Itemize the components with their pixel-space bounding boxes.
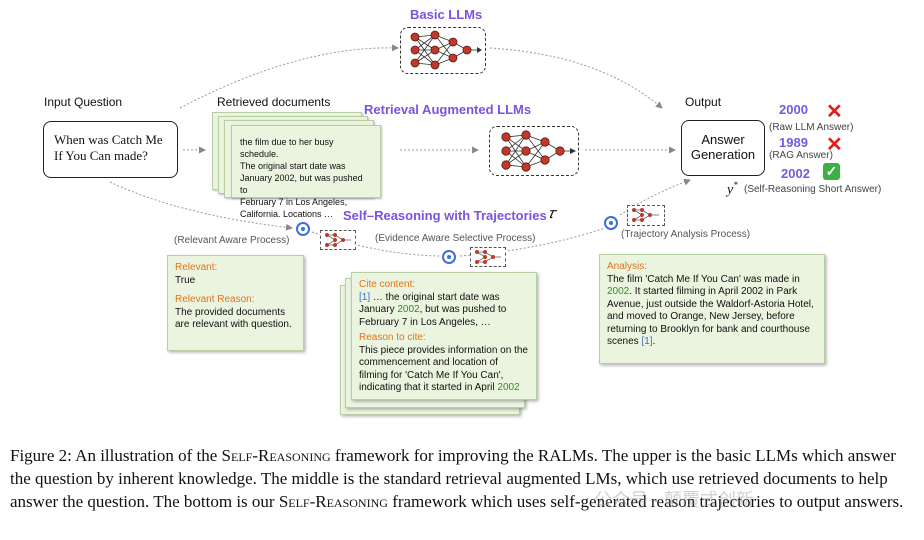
reason-to-cite-label: Reason to cite: [359, 332, 426, 343]
relevant-label: Relevant: [175, 262, 218, 273]
correct-check-icon: ✓ [823, 163, 840, 180]
caption-part-2: framework for improving the RALMs. The u… [10, 446, 896, 511]
answer-box-line-1: Answer [701, 132, 745, 147]
caption-small-caps-2: Self-Reasoning [278, 492, 388, 511]
retrieval-augmented-title: Retrieval Augmented LLMs [364, 102, 532, 117]
evidence-process-label: (Evidence Aware Selective Process) [375, 233, 536, 244]
cite-content-text: [1] … the original start date was Januar… [359, 292, 529, 330]
caption-part-1: Figure 2: An illustration of the [10, 446, 222, 465]
self-reasoning-answer-label: (Self-Reasoning Short Answer) [744, 184, 882, 195]
answer-box-line-2: Generation [690, 147, 756, 162]
cite-year: 2002 [397, 304, 420, 315]
trajectory-process-node-icon [604, 216, 618, 230]
basic-llms-title: Basic LLMs [410, 7, 483, 22]
tau-symbol: 𝜏 [548, 206, 556, 222]
raw-llm-answer-label: (Raw LLM Answer) [769, 122, 854, 133]
answer-generation-box: Answer Generation [681, 120, 765, 176]
relevant-process-node-icon [296, 222, 310, 236]
caption-part-3: framework which uses self-generated reas… [387, 492, 904, 511]
basic-llm-network-icon [400, 27, 486, 74]
cite-card: Cite content: [1] … the original start d… [351, 272, 537, 400]
analysis-text-3: . [652, 336, 656, 347]
wrong-cross-icon: ✕ [826, 101, 843, 123]
cite-text-1: … the original start date was January [359, 291, 500, 316]
question-line-2: If You Can made? [54, 148, 148, 163]
flow-arrows [109, 44, 691, 257]
relevant-process-label: (Relevant Aware Process) [174, 235, 290, 246]
rag-llm-network-icon [489, 126, 579, 176]
evidence-process-node-icon [442, 250, 456, 264]
analysis-year: 2002 [607, 286, 630, 297]
retrieved-documents-label: Retrieved documents [217, 95, 331, 109]
caption-small-caps-1: Self-Reasoning [221, 446, 331, 465]
reason-text: This piece provides information on the c… [359, 344, 528, 394]
analysis-card: Analysis: The film 'Catch Me If You Can'… [599, 254, 825, 364]
cite-ref: [1] [359, 291, 371, 303]
cite-text-2: , but was pushed to February 7 in Los An… [359, 304, 507, 328]
y-star-symbol: y* [727, 180, 738, 198]
analysis-text-1: The film 'Catch Me If You Can' was made … [607, 273, 800, 285]
figure-caption: Figure 2: An illustration of the Self-Re… [10, 444, 915, 513]
trajectory-process-label: (Trajectory Analysis Process) [621, 229, 751, 240]
rag-answer-value: 1989 [779, 135, 808, 150]
document-card: the film due to her busy schedule. The o… [231, 125, 381, 219]
arrow-question-to-selfreason [109, 181, 293, 231]
trajectory-mini-network-icon [627, 205, 665, 226]
arrow-relevant-to-evidence [311, 231, 441, 257]
relevant-mini-network-icon [320, 230, 356, 250]
question-line-1: When was Catch Me [54, 132, 163, 147]
analysis-ref: [1] [641, 336, 653, 347]
arrow-evidence-to-trajectory [459, 227, 606, 257]
output-label: Output [685, 95, 722, 109]
evidence-mini-network-icon [470, 247, 506, 267]
relevant-reason-label: Relevant Reason: [175, 294, 255, 305]
reason-year: 2002 [497, 382, 520, 393]
relevant-card: Relevant: True Relevant Reason: The prov… [167, 255, 304, 351]
wrong-cross-icon-2: ✕ [826, 134, 843, 156]
reason-to-cite-text: This piece provides information on the c… [359, 345, 529, 395]
arrow-trajectory-to-output [619, 178, 691, 216]
analysis-text-2: . It started filming in April 2002 in Pa… [607, 286, 814, 347]
arrow-question-to-basic [179, 44, 399, 109]
watermark: 公众号 · 颠覆式创新 [594, 490, 754, 510]
input-question-label: Input Question [44, 95, 123, 109]
relevant-reason-text: The provided documents are relevant with… [175, 306, 292, 331]
relevant-value: True [175, 274, 196, 286]
cite-content-label: Cite content: [359, 279, 416, 290]
question-box: When was Catch Me If You Can made? [43, 121, 178, 178]
document-text: the film due to her busy schedule. The o… [240, 137, 363, 219]
rag-answer-label: (RAG Answer) [769, 150, 833, 161]
self-reasoning-answer-value: 2002 [781, 166, 810, 181]
raw-llm-answer-value: 2000 [779, 102, 808, 117]
self-reasoning-title: Self–Reasoning with Trajectories [343, 208, 547, 223]
arrow-basic-to-output [489, 47, 663, 109]
analysis-text: The film 'Catch Me If You Can' was made … [607, 274, 817, 349]
analysis-label: Analysis: [607, 261, 648, 272]
